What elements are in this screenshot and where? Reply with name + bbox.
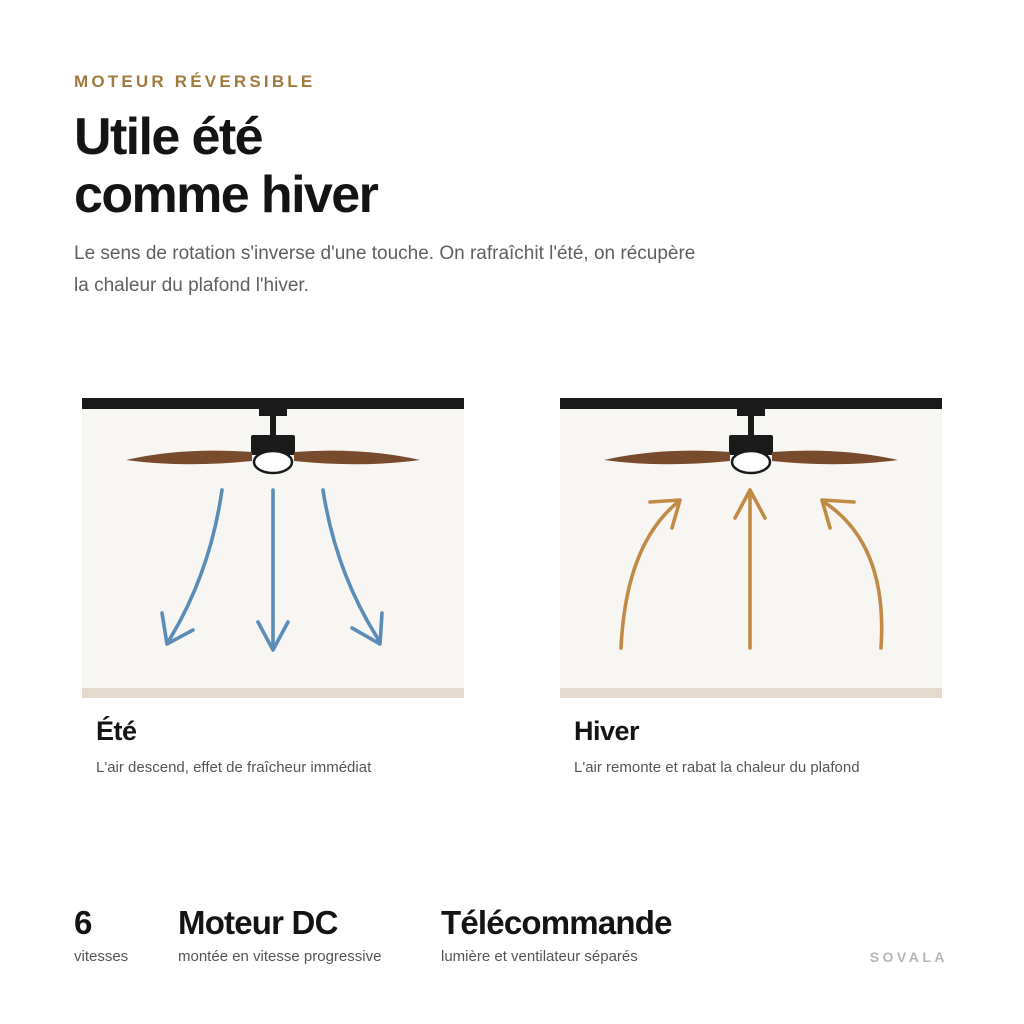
spec-speeds-value: 6 bbox=[74, 904, 92, 941]
spec-remote-label: lumière et ventilateur séparés bbox=[441, 948, 638, 965]
page-title: Utile été comme hiver bbox=[74, 108, 674, 224]
page-title-line-2: comme hiver bbox=[74, 166, 379, 224]
eyebrow-label: MOTEUR RÉVERSIBLE bbox=[74, 72, 316, 91]
brand-logo: SOVALA bbox=[869, 949, 948, 965]
ceiling-bar bbox=[560, 398, 942, 409]
arrow-up-left bbox=[619, 500, 680, 650]
winter-illustration bbox=[560, 398, 942, 698]
spec-remote-value: Télécommande bbox=[441, 904, 672, 941]
spec-speeds-label: vitesses bbox=[74, 948, 129, 965]
airflow-down-arrows bbox=[160, 488, 384, 652]
winter-description: L'air remonte et rabat la chaleur du pla… bbox=[574, 759, 860, 776]
page-title-line-1: Utile été bbox=[74, 108, 263, 166]
arrow-up-right bbox=[822, 500, 884, 650]
spec-motor-label: montée en vitesse progressive bbox=[178, 948, 382, 965]
winter-title: Hiver bbox=[574, 716, 640, 746]
ceiling-fan-icon bbox=[126, 407, 420, 475]
summer-description: L'air descend, effet de fraîcheur immédi… bbox=[96, 759, 372, 776]
ceiling-fan-icon bbox=[604, 407, 898, 475]
arrow-down-left bbox=[166, 488, 224, 644]
spec-motor-value: Moteur DC bbox=[178, 904, 338, 941]
summer-illustration bbox=[82, 398, 464, 698]
floor-band bbox=[82, 688, 464, 698]
floor-band bbox=[560, 688, 942, 698]
airflow-up-arrows bbox=[619, 488, 884, 650]
intro-text: Le sens de rotation s'inverse d'une touc… bbox=[74, 243, 696, 296]
summer-title: Été bbox=[96, 716, 137, 746]
ceiling-bar bbox=[82, 398, 464, 409]
arrow-down-right bbox=[321, 488, 382, 644]
